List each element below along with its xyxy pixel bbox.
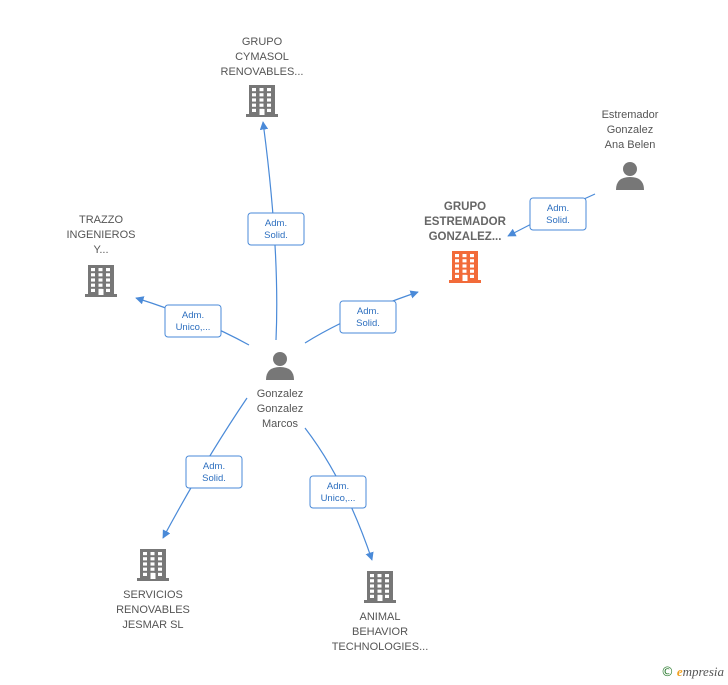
edge-label-text: Adm. — [357, 306, 379, 317]
building-icon[interactable] — [449, 251, 481, 283]
building-icon[interactable] — [85, 265, 117, 297]
edge-label[interactable]: Adm.Solid. — [247, 212, 305, 246]
building-icon[interactable] — [137, 549, 169, 581]
node-servicios-jesmar[interactable]: SERVICIOS RENOVABLES JESMAR SL — [116, 549, 190, 631]
building-icon[interactable] — [364, 571, 396, 603]
node-label-line[interactable]: TECHNOLOGIES... — [332, 641, 429, 653]
edge-label-box[interactable] — [247, 212, 305, 246]
node-label-line[interactable]: GONZALEZ... — [429, 231, 502, 243]
node-label-line[interactable]: JESMAR SL — [122, 619, 183, 631]
node-label-line[interactable]: GRUPO — [242, 36, 283, 48]
edge-label[interactable]: Adm.Solid. — [185, 455, 243, 489]
edge-labels-layer: Adm.Solid.Adm.Unico,...Adm.Solid.Adm.Sol… — [164, 197, 587, 509]
node-label-line[interactable]: Gonzalez — [607, 124, 653, 136]
copyright-icon: © — [660, 665, 674, 680]
edge-label[interactable]: Adm.Solid. — [529, 197, 587, 231]
edge-label-box[interactable] — [339, 300, 397, 334]
node-label-line[interactable]: RENOVABLES — [116, 604, 190, 616]
brand-logo-text: mpresia — [682, 664, 724, 679]
edge-label-text: Solid. — [202, 473, 226, 484]
node-label-line[interactable]: Gonzalez — [257, 388, 303, 400]
nodes-layer: GRUPO CYMASOL RENOVABLES... EstremadorGonza… — [66, 36, 658, 653]
person-icon[interactable] — [266, 352, 294, 380]
brand-logo-initial: e — [676, 664, 683, 679]
person-icon[interactable] — [616, 162, 644, 190]
copyright-footer: ©empresia — [661, 664, 724, 680]
edge-label-text: Adm. — [327, 481, 349, 492]
edge-label[interactable]: Adm.Unico,... — [164, 304, 222, 338]
edge-label-text: Solid. — [356, 318, 380, 329]
node-label-line[interactable]: ANIMAL — [360, 611, 401, 623]
edge-label-box[interactable] — [529, 197, 587, 231]
node-label-line[interactable]: Gonzalez — [257, 403, 303, 415]
edge-label-text: Adm. — [547, 203, 569, 214]
edge-label-text: Solid. — [546, 215, 570, 226]
node-label-line[interactable]: Estremador — [602, 109, 659, 121]
edge-label-text: Adm. — [203, 461, 225, 472]
node-label-line[interactable]: ESTREMADOR — [424, 216, 506, 228]
node-animal-behavior[interactable]: ANIMAL BEHAVIOR TECHNOLOGIES... — [332, 571, 429, 653]
node-label-line[interactable]: SERVICIOS — [123, 589, 183, 601]
edge-label-text: Adm. — [182, 310, 204, 321]
node-label-line[interactable]: Ana Belen — [605, 139, 656, 151]
edge-label-text: Unico,... — [321, 493, 356, 504]
node-label-line[interactable]: Y... — [93, 244, 108, 256]
edge-label-box[interactable] — [164, 304, 222, 338]
edge-label-text: Solid. — [264, 230, 288, 241]
node-label-line[interactable]: INGENIEROS — [66, 229, 135, 241]
edge-label[interactable]: Adm.Solid. — [339, 300, 397, 334]
edge-label-box[interactable] — [309, 475, 367, 509]
node-label-line[interactable]: RENOVABLES... — [221, 66, 304, 78]
node-label-line[interactable]: TRAZZO — [79, 214, 123, 226]
node-label-line[interactable]: CYMASOL — [235, 51, 289, 63]
node-label-line[interactable]: Marcos — [262, 418, 299, 430]
node-label-line[interactable]: BEHAVIOR — [352, 626, 408, 638]
node-grupo-cymasol[interactable]: GRUPO CYMASOL RENOVABLES... — [221, 36, 304, 117]
node-label-line[interactable]: GRUPO — [444, 201, 486, 213]
edge-label[interactable]: Adm.Unico,... — [309, 475, 367, 509]
building-icon[interactable] — [246, 85, 278, 117]
node-trazzo[interactable]: TRAZZO INGENIEROS Y... — [66, 214, 136, 297]
node-grupo-estremador[interactable]: GRUPO ESTREMADOR GONZALEZ... — [424, 201, 507, 283]
edge-label-box[interactable] — [185, 455, 243, 489]
edge-label-text: Adm. — [265, 218, 287, 229]
edge-label-text: Unico,... — [176, 322, 211, 333]
